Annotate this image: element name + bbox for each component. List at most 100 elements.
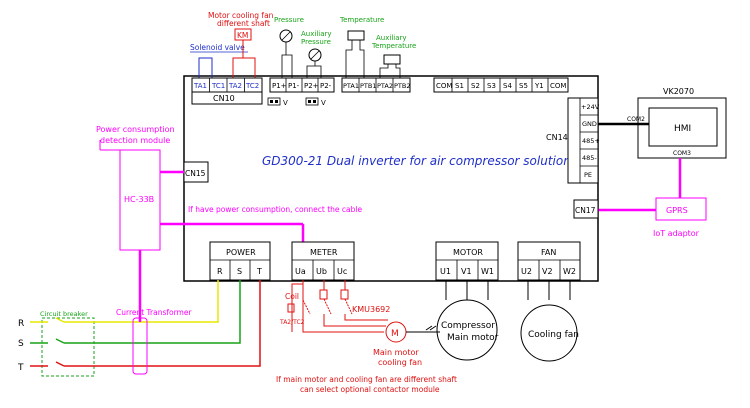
terminal-s5: S5	[519, 82, 528, 90]
terminal-s1: S1	[455, 82, 464, 90]
hmi-label: HMI	[674, 124, 691, 134]
hmi-model-label: VK2070	[663, 87, 694, 96]
motor-block	[435, 241, 499, 281]
cn17-label: CN17	[575, 206, 596, 215]
hc33b-label: HC-33B	[124, 195, 154, 204]
cn10-terminal-tc1: TC1	[211, 82, 225, 90]
dip-switch-2	[305, 97, 319, 106]
aux-temp-label: Auxiliary	[376, 34, 407, 42]
terminal-y1: Y1	[534, 82, 544, 90]
gprs-box	[655, 197, 707, 221]
m-symbol: M	[391, 329, 399, 339]
aux-pressure-label-2: Pressure	[301, 38, 331, 46]
coil-label: Coil	[285, 292, 299, 301]
diagram-title: GD300-21 Dual inverter for air compresso…	[262, 154, 571, 168]
motor-terminal-w1: W1	[481, 267, 494, 276]
power-terminal-t: T	[256, 267, 262, 276]
terminal-p2-plus: P2+	[304, 82, 319, 90]
cooling-fan-icon	[520, 304, 578, 362]
main-fan-label: Main motor	[373, 348, 419, 357]
cn14-label: CN14	[546, 133, 568, 142]
compressor-label-2: Main motor	[447, 333, 499, 343]
power-terminal-s: S	[237, 267, 242, 276]
power-terminal-r: R	[217, 267, 223, 276]
cn10-terminal-ta2: TA2	[228, 82, 242, 90]
cn15-label: CN15	[185, 169, 206, 178]
meter-terminal-uc: Uc	[337, 267, 347, 276]
fan-label: FAN	[541, 248, 556, 257]
terminal-com-2: COM	[550, 82, 566, 90]
dip-switch-1	[267, 97, 281, 106]
power-block	[209, 241, 271, 281]
fan-terminal-u2: U2	[521, 267, 532, 276]
compressor-motor-icon	[436, 299, 498, 361]
cn14-terminal-gnd: GND	[582, 120, 597, 128]
terminal-p1-minus: P1-	[288, 82, 300, 90]
hmi-screen	[648, 107, 718, 147]
cn14-terminal-485-plus: 485+	[582, 137, 600, 145]
meter-label: METER	[310, 248, 338, 257]
compressor-label: Compressor	[441, 321, 495, 331]
current-transformer-label: Current Transformer	[116, 308, 192, 317]
com2-label: COM2	[627, 116, 645, 123]
motor-terminal-u1: U1	[440, 267, 451, 276]
di-terminal-block	[433, 77, 569, 93]
terminal-pta1: PTA1	[343, 82, 359, 90]
motor-terminal-v1: V1	[461, 267, 472, 276]
km-label: KM	[237, 31, 248, 40]
terminal-ptb2: PTB2	[394, 82, 411, 90]
meter-terminal-ua: Ua	[295, 267, 306, 276]
pressure-label: Pressure	[274, 16, 304, 24]
wire-s	[30, 280, 241, 344]
motor-fan-label: Motor cooling fan	[208, 11, 274, 20]
terminal-s4: S4	[503, 82, 512, 90]
phase-label-s: S	[18, 339, 24, 349]
contactor-wiring	[302, 280, 346, 296]
bottom-note: If main motor and cooling fan are differ…	[276, 375, 457, 384]
cn17-block	[573, 199, 599, 219]
cooling-fan-label: Cooling fan	[528, 330, 579, 340]
com3-label: COM3	[673, 150, 691, 157]
cn14-terminal-24v: +24V	[581, 103, 600, 111]
fan-block	[517, 241, 581, 281]
fan-terminal-w2: W2	[563, 267, 576, 276]
cn14-terminal-485-minus: 485-	[582, 154, 597, 162]
motor-label: MOTOR	[453, 248, 483, 257]
motor-fan-label-2: different shaft	[217, 19, 270, 28]
power-module-label-2: detection module	[100, 136, 170, 145]
cn10-terminal-ta1: TA1	[193, 82, 207, 90]
coil-terminals-label: TA2/TC2	[279, 319, 305, 326]
power-label: POWER	[226, 248, 256, 257]
main-fan-label-2: cooling fan	[378, 358, 422, 367]
contactor-label: KMU3692	[352, 305, 390, 314]
fan-terminal-v2: V2	[542, 267, 553, 276]
terminal-pta2: PTA2	[377, 82, 393, 90]
current-transformer-icon	[132, 317, 148, 375]
terminal-p1-plus: P1+	[272, 82, 287, 90]
solenoid-label: Solenoid valve	[190, 43, 245, 52]
terminal-s2: S2	[471, 82, 480, 90]
circuit-breaker-label: Circuit breaker	[40, 310, 88, 318]
power-module-label: Power consumption	[96, 125, 175, 134]
meter-terminal-ub: Ub	[316, 267, 327, 276]
switch-2-label: V	[321, 99, 326, 107]
iot-label: IoT adaptor	[653, 229, 700, 238]
circuit-breaker-icon	[41, 317, 95, 377]
temp-sensor-icon	[347, 30, 365, 41]
switch-1-label: V	[283, 99, 288, 107]
bottom-note-2: can select optional contactor module	[300, 385, 440, 394]
phase-label-r: R	[18, 319, 24, 329]
terminal-s3: S3	[487, 82, 496, 90]
cable-note: If have power consumption, connect the c…	[188, 205, 362, 214]
aux-temp-sensor-icon	[383, 54, 401, 65]
meter-block	[291, 241, 355, 281]
hc33b-module	[119, 149, 161, 251]
cn14-terminal-pe: PE	[584, 171, 592, 179]
wire-t	[30, 280, 261, 367]
cn10-label: CN10	[213, 94, 235, 103]
temperature-label: Temperature	[339, 16, 384, 24]
terminal-p2-minus: P2-	[320, 82, 332, 90]
coil-icon	[287, 303, 295, 313]
gprs-label: GPRS	[666, 206, 688, 215]
